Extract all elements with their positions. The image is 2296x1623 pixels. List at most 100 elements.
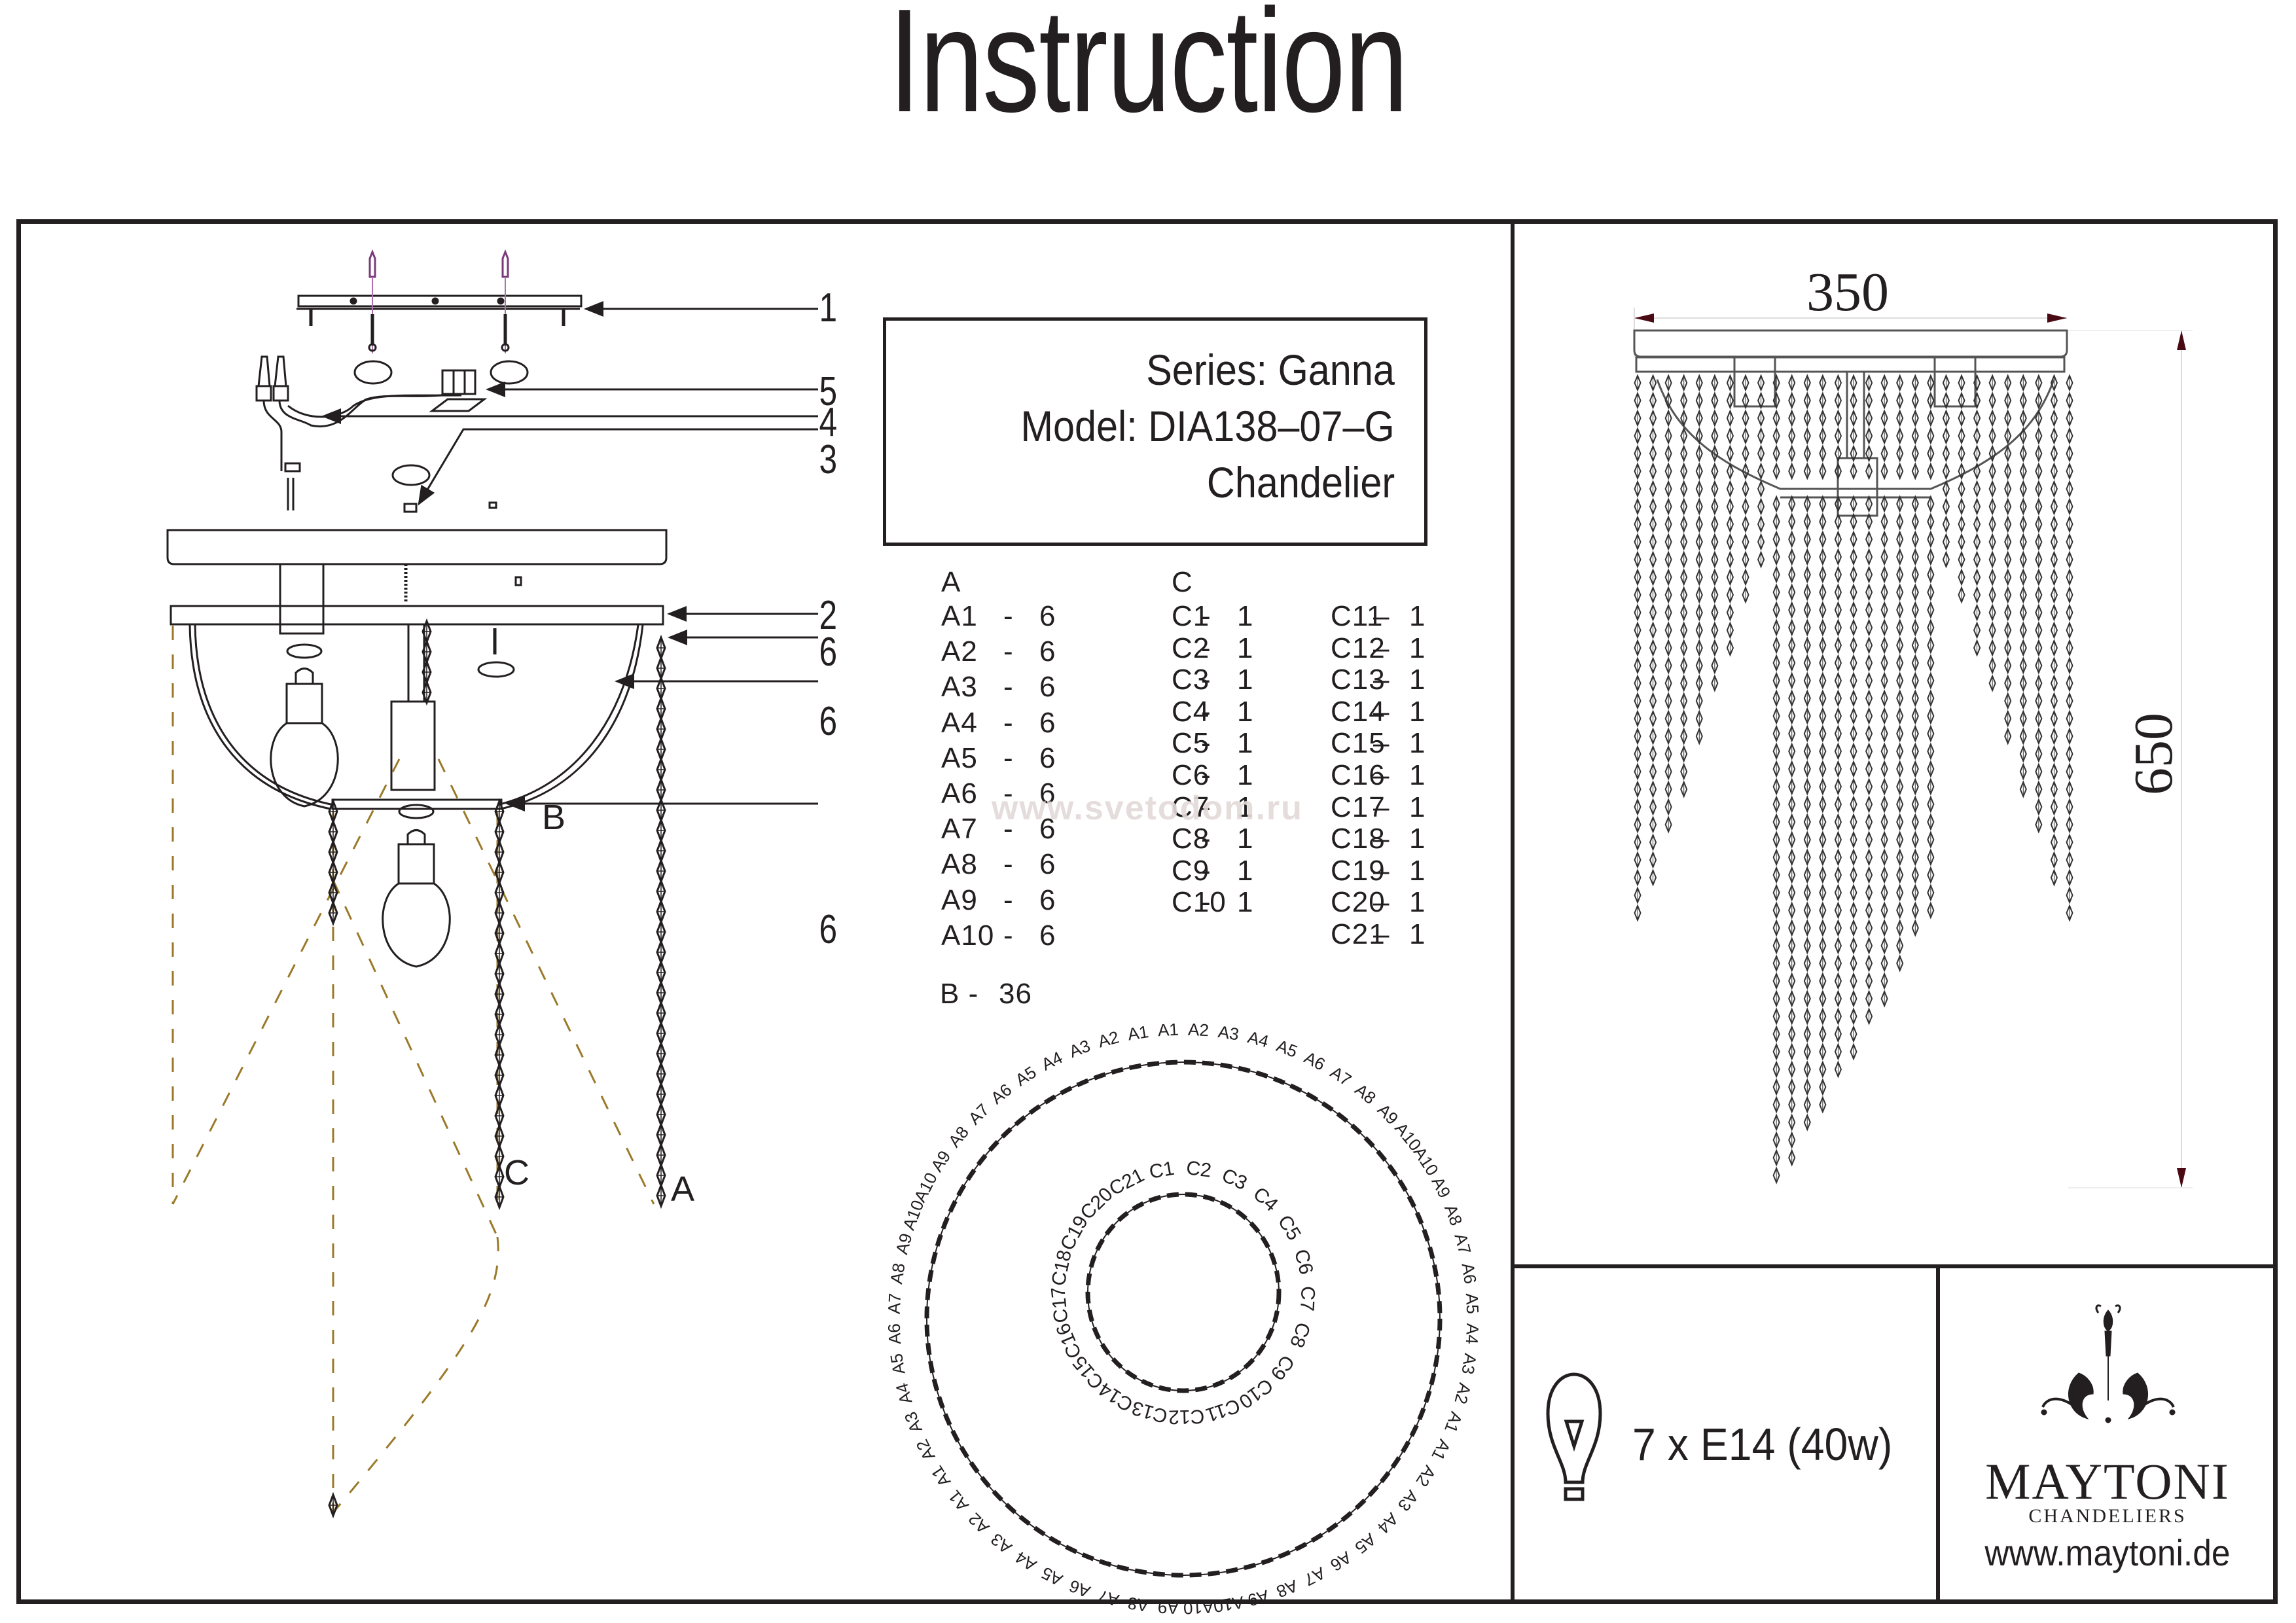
crystal-bead <box>1634 534 1641 550</box>
crystal-bead <box>1865 690 1873 706</box>
crystal-bead <box>1911 393 1919 408</box>
crystal-bead <box>1911 673 1919 688</box>
crystal-bead <box>1834 885 1842 901</box>
crystal-bead <box>2066 393 2073 408</box>
crystal-bead <box>2019 410 2027 426</box>
brand-url[interactable]: www.maytoni.de <box>1984 1532 2231 1573</box>
part-qty: 1 <box>1409 727 1426 760</box>
crystal-bead <box>1942 446 1950 461</box>
crystal-bead <box>1680 375 1688 391</box>
crystal-bead <box>2066 622 2073 638</box>
crystal-bead <box>1834 991 1842 1007</box>
crystal-bead <box>1788 779 1796 794</box>
crystal-bead <box>1927 463 1935 479</box>
crystal-bead <box>1880 902 1888 918</box>
crystal-bead <box>1819 567 1827 582</box>
crystal-bead <box>2019 711 2027 726</box>
ring-label: A6 <box>987 1080 1016 1108</box>
crystal-bead <box>1772 920 1780 936</box>
crystal-bead <box>1788 1044 1796 1060</box>
crystal-bead <box>1634 711 1641 726</box>
crystal-bead <box>1742 481 1749 497</box>
crystal-bead <box>1680 764 1688 779</box>
part-row: C21–1 <box>1331 920 1425 949</box>
crystal-bead <box>1680 463 1688 479</box>
crystal-bead <box>1680 587 1688 603</box>
crystal-bead <box>1850 779 1857 794</box>
brand-name: MAYTONI <box>1985 1453 2230 1510</box>
crystal-bead <box>1896 832 1904 847</box>
ring-label: C18 <box>1048 1248 1076 1287</box>
crystal-bead <box>2050 870 2058 885</box>
part-qty: 1 <box>1237 632 1254 664</box>
part-row: C7-1 <box>1172 793 1253 822</box>
crystal-bead <box>1803 393 1811 408</box>
crystal-bead <box>1695 569 1703 585</box>
crystal-bead <box>2019 393 2027 408</box>
ring-label: A10 <box>1183 1597 1214 1618</box>
crystal-bead <box>1834 602 1842 618</box>
crystal-bead <box>1850 602 1857 618</box>
part-row: A3-6 <box>941 671 1055 704</box>
crystal-bead <box>2050 658 2058 673</box>
crystal-bead <box>2050 799 2058 815</box>
crystal-bead <box>1757 410 1765 426</box>
crystal-bead <box>1942 463 1950 479</box>
crystal-bead <box>1788 1150 1796 1166</box>
crystal-bead <box>1834 779 1842 794</box>
crystal-bead <box>1788 514 1796 529</box>
footer-divider <box>1936 1264 1940 1604</box>
ring-label: A4 <box>1462 1323 1483 1344</box>
ring-label: A7 <box>884 1293 905 1314</box>
crystal-bead <box>1634 764 1641 779</box>
ring-label: A8 <box>1126 1593 1150 1616</box>
part-code: C3 <box>1172 664 1210 696</box>
crystal-bead <box>1865 375 1873 391</box>
part-row: C8-1 <box>1172 825 1253 853</box>
crystal-bead <box>1634 887 1641 903</box>
crystal-bead <box>1927 690 1935 706</box>
crystal-bead <box>1880 920 1888 936</box>
crystal-bead <box>1911 637 1919 653</box>
crystal-bead <box>1664 552 1672 567</box>
part-code: C17 <box>1331 791 1386 823</box>
part-qty: 1 <box>1409 791 1426 823</box>
crystal-bead <box>2066 534 2073 550</box>
crystal-bead <box>1634 870 1641 885</box>
crystal-bead <box>1880 463 1888 479</box>
crystal-bead <box>1803 1008 1811 1024</box>
crystal-bead <box>1819 973 1827 989</box>
crystal-bead <box>2066 410 2073 426</box>
crystal-bead <box>1726 534 1734 550</box>
part-code: A3 <box>941 671 978 704</box>
callout-3: 3 <box>819 437 838 482</box>
crystal-bead <box>1726 499 1734 514</box>
crystal-bead <box>1834 584 1842 600</box>
ring-label: C4 <box>1249 1183 1282 1216</box>
crystal-bead <box>1911 708 1919 724</box>
crystal-bead <box>1711 481 1719 497</box>
crystal-bead <box>1772 1168 1780 1183</box>
crystal-bead <box>1649 499 1657 514</box>
crystal-bead <box>1896 690 1904 706</box>
model-label: Model: DIA138–07–G <box>1020 402 1395 450</box>
crystal-bead <box>1803 708 1811 724</box>
crystal-bead <box>1803 496 1811 512</box>
crystal-bead <box>1788 673 1796 688</box>
crystal-bead <box>2019 569 2027 585</box>
crystal-bead <box>1664 728 1672 744</box>
crystal-bead <box>2066 817 2073 832</box>
crystal-bead <box>1911 832 1919 847</box>
crystal-bead <box>1865 991 1873 1007</box>
crystal-bead <box>1927 761 1935 777</box>
crystal-bead <box>1649 711 1657 726</box>
part-code: C12 <box>1331 632 1386 664</box>
ring-label: A6 <box>1301 1047 1329 1074</box>
crystal-bead <box>1742 428 1749 444</box>
ring-label: A7 <box>1301 1563 1329 1590</box>
crystal-bead <box>1649 658 1657 673</box>
part-row: C4-1 <box>1172 697 1253 726</box>
ring-label: A1 <box>1126 1022 1150 1044</box>
crystal-bead <box>1695 481 1703 497</box>
crystal-bead <box>1911 531 1919 547</box>
